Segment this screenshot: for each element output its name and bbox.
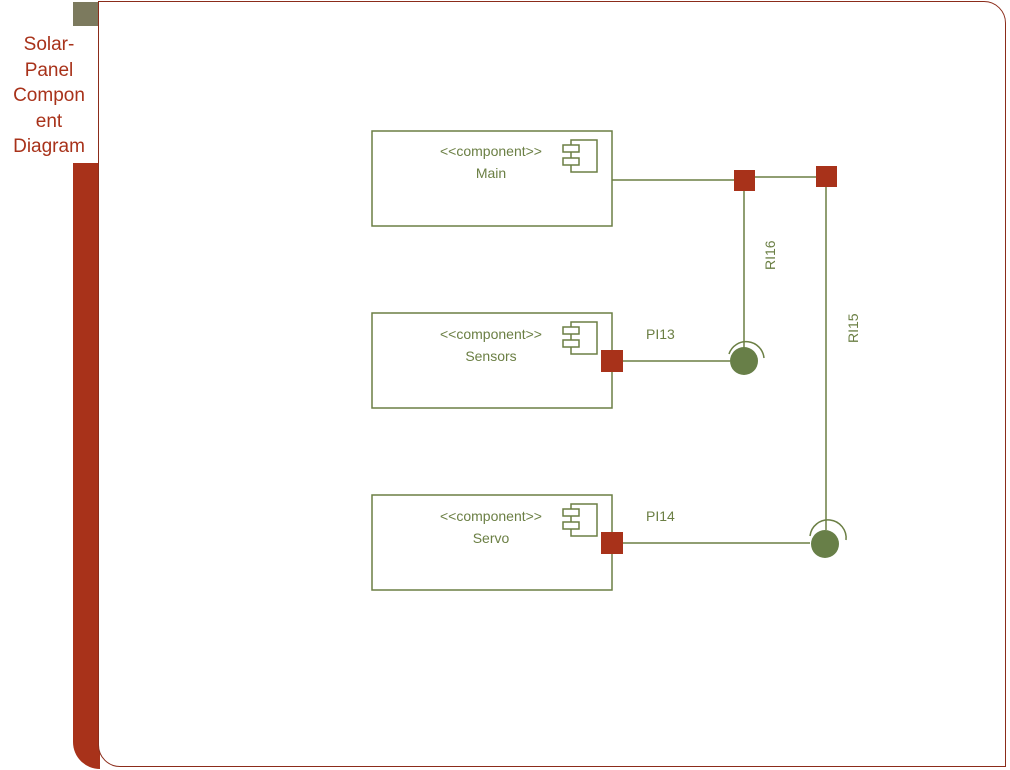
diagram-title-line: Solar-: [23, 34, 75, 55]
component-sensors[interactable]: <<component>> Sensors: [371, 312, 613, 409]
diagram-title: Solar- Panel Compon ent Diagram: [4, 32, 94, 160]
interface-label-pi13: PI13: [646, 326, 675, 342]
diagram-title-line: Diagram: [13, 136, 85, 157]
component-icon: [562, 139, 598, 173]
diagram-title-line: Compon: [13, 85, 85, 106]
stereotype-label: <<component>>: [440, 508, 542, 524]
port-sensors-provided[interactable]: [601, 350, 623, 372]
diagram-title-line: ent: [35, 110, 63, 132]
diagram-title-line: Panel: [24, 59, 74, 81]
interface-ball-socket-pi14[interactable]: [809, 519, 847, 558]
frame-corner-tab: [73, 2, 98, 26]
stereotype-label: <<component>>: [440, 326, 542, 342]
interface-label-pi14: PI14: [646, 508, 675, 524]
stereotype-label: <<component>>: [440, 143, 542, 159]
port-main-required-ri16[interactable]: [734, 170, 755, 191]
component-icon: [562, 503, 598, 537]
component-icon: [562, 321, 598, 355]
port-servo-provided[interactable]: [601, 532, 623, 554]
component-name: Sensors: [465, 348, 516, 364]
interface-label-ri15: RI15: [845, 313, 861, 343]
component-name: Main: [476, 165, 506, 181]
port-main-required-ri15[interactable]: [816, 166, 837, 187]
interface-label-ri16: RI16: [762, 240, 778, 270]
frame-left-bar: [73, 163, 100, 769]
interface-ball-socket-pi13[interactable]: [728, 340, 765, 375]
component-servo[interactable]: <<component>> Servo: [371, 494, 613, 591]
component-name: Servo: [473, 530, 510, 546]
component-main[interactable]: <<component>> Main: [371, 130, 613, 227]
